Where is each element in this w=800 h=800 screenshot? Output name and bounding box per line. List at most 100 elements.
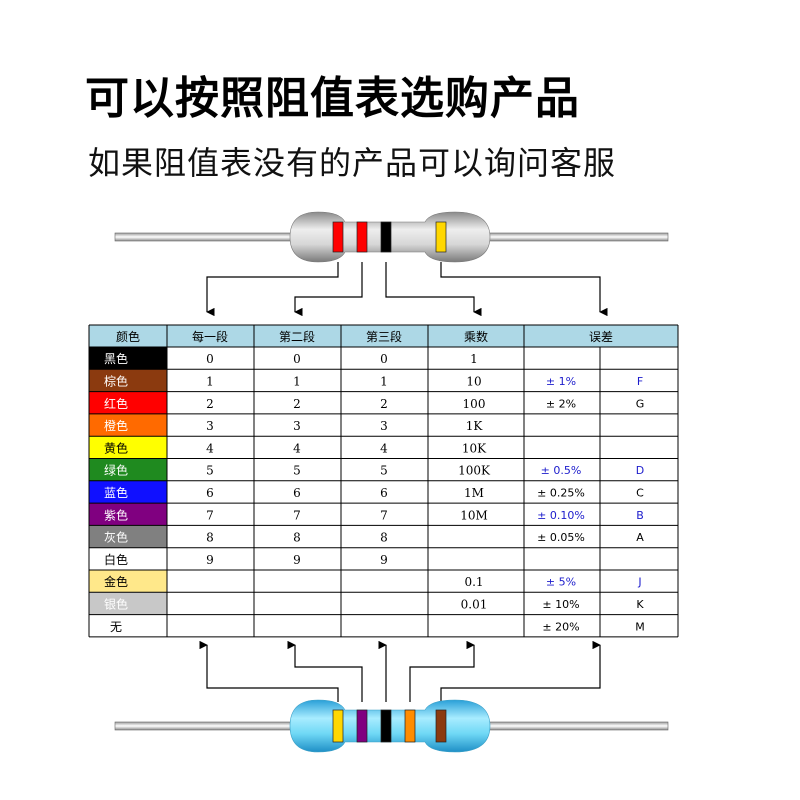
multiplier-value: 0.01: [461, 597, 488, 611]
third-digit-value: 8: [380, 531, 388, 545]
connector-band2-to-second-digit-bottom: [287, 640, 363, 702]
third-digit-value: 6: [380, 486, 388, 500]
color-swatch: [89, 525, 167, 548]
tolerance-code: D: [636, 464, 644, 477]
bottom-resistor-band-4: [404, 709, 416, 743]
connector-band4-to-multiplier-bottom: [409, 640, 475, 702]
top-resistor-band-4: [435, 221, 447, 253]
color-name: 棕色: [104, 373, 128, 388]
second-digit-value: 3: [293, 419, 301, 433]
bottom-resistor-band-2: [356, 709, 368, 743]
color-swatch: [89, 391, 167, 414]
table-header-cell: 第三段: [366, 329, 402, 344]
second-digit-value: 9: [293, 553, 301, 567]
third-digit-value: 3: [380, 419, 388, 433]
first-digit-value: 8: [206, 531, 214, 545]
table-header-cell: 颜色: [116, 329, 140, 344]
multiplier-value: 1K: [466, 419, 484, 433]
color-swatch: [89, 592, 167, 615]
third-digit-value: 0: [380, 352, 388, 366]
tolerance-code: G: [636, 397, 645, 410]
tolerance-code: M: [635, 620, 645, 633]
color-swatch: [89, 413, 167, 437]
top-resistor-band-2: [356, 221, 368, 253]
color-name: 金色: [104, 574, 128, 589]
multiplier-value: 100K: [458, 464, 491, 478]
tolerance-value: ± 20%: [542, 620, 579, 633]
top-resistor-left-lead: [114, 232, 301, 242]
multiplier-value: 0.1: [464, 575, 483, 589]
connector-band5-to-tolerance-bottom: [440, 640, 601, 702]
color-swatch: [89, 503, 167, 526]
third-digit-value: 1: [380, 374, 388, 388]
connector-band2-to-second-digit: [294, 262, 363, 317]
tolerance-code: A: [636, 531, 644, 544]
table-header-cell: 第二段: [279, 329, 315, 344]
top-resistor-band-3: [380, 221, 392, 253]
first-digit-value: 4: [206, 441, 214, 455]
page-subtitle: 如果阻值表没有的产品可以询问客服: [88, 144, 617, 182]
bottom-resistor-right-lead: [479, 721, 669, 731]
second-digit-value: 6: [293, 486, 301, 500]
tolerance-value: ± 0.05%: [537, 531, 585, 544]
color-name: 黑色: [104, 352, 128, 366]
tolerance-code: F: [637, 375, 643, 388]
tolerance-value: ± 10%: [542, 598, 579, 611]
tolerance-code: K: [636, 598, 644, 611]
multiplier-value: 1: [470, 352, 478, 366]
color-name: 黄色: [104, 441, 128, 455]
tolerance-code: B: [636, 509, 644, 522]
top-connectors: [206, 262, 608, 317]
tolerance-value: ± 0.25%: [537, 486, 585, 499]
third-digit-value: 9: [380, 553, 388, 567]
second-digit-value: 5: [293, 464, 301, 478]
tolerance-code: J: [637, 576, 641, 589]
color-name: 银色: [104, 597, 128, 611]
table-header-cell: 乘数: [464, 329, 488, 344]
first-digit-value: 5: [206, 464, 214, 478]
color-name: 红色: [104, 396, 128, 411]
color-name: 绿色: [104, 463, 128, 478]
first-digit-value: 3: [206, 419, 214, 433]
connector-band4-to-tolerance: [440, 262, 608, 317]
third-digit-value: 7: [380, 508, 388, 522]
table-header-background: [89, 325, 678, 347]
color-name: 蓝色: [104, 486, 128, 500]
tolerance-value: ± 5%: [546, 576, 576, 589]
tolerance-value: ± 0.10%: [537, 509, 585, 522]
table-header-cell: 每一段: [192, 329, 228, 344]
tolerance-value: ± 1%: [546, 375, 576, 388]
connector-band1-to-first-digit: [206, 262, 339, 317]
color-swatch: [89, 369, 167, 392]
color-swatch: [89, 480, 167, 504]
color-swatch: [89, 436, 167, 459]
bottom-resistor-band-3: [380, 709, 392, 743]
color-swatch: [89, 458, 167, 481]
second-digit-value: 8: [293, 531, 301, 545]
second-digit-value: 0: [293, 352, 301, 366]
multiplier-value: 1M: [464, 486, 484, 500]
color-name: 灰色: [104, 531, 128, 545]
tolerance-code: C: [636, 486, 644, 499]
bottom-resistor-band-5: [435, 709, 447, 743]
color-name: 紫色: [104, 508, 128, 522]
color-swatch: [89, 547, 167, 570]
color-swatch: [89, 347, 167, 370]
multiplier-value: 100: [463, 397, 486, 411]
bottom-connectors: [199, 640, 601, 702]
multiplier-value: 10M: [460, 508, 488, 522]
color-swatch: [89, 570, 167, 593]
third-digit-value: 5: [380, 464, 388, 478]
first-digit-value: 0: [206, 352, 214, 366]
table-grid: [88, 324, 679, 638]
third-digit-value: 2: [380, 397, 388, 411]
color-swatch: [89, 614, 167, 637]
third-digit-value: 4: [380, 441, 388, 455]
connector-band1-to-first-digit-bottom: [199, 640, 339, 702]
first-digit-value: 2: [206, 397, 214, 411]
first-digit-value: 6: [206, 486, 214, 500]
multiplier-value: 10: [466, 374, 481, 388]
second-digit-value: 7: [293, 508, 301, 522]
tolerance-value: ± 2%: [546, 397, 576, 410]
